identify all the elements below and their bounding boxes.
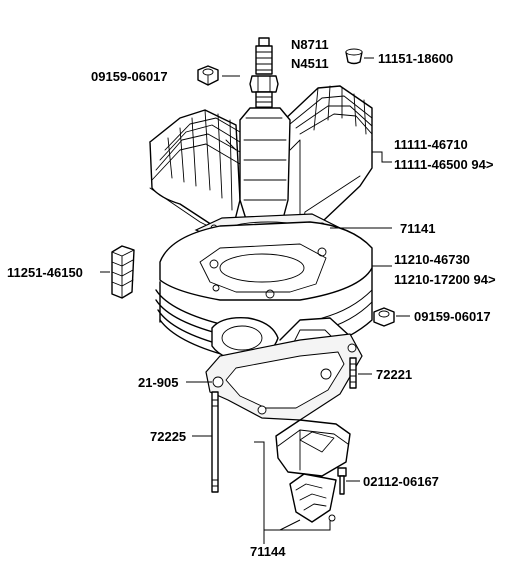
- label-rubber-damper: 11251-46150: [7, 265, 83, 280]
- head-nut: [197, 65, 219, 86]
- label-reed-valve: 71144: [250, 544, 286, 559]
- stud-long: [211, 391, 219, 493]
- label-cap: 11151-18600: [378, 51, 454, 66]
- label-cylinder-nut: 09159-06017: [414, 309, 491, 324]
- label-cylinder-1: 11210-46730: [394, 252, 470, 267]
- label-spark-plug-2: N4511: [291, 56, 329, 71]
- label-spark-plug-1: N8711: [291, 37, 329, 52]
- rubber-damper: [111, 245, 135, 299]
- label-head-1: 11111-46710: [394, 137, 468, 152]
- reed-valve: [275, 419, 351, 523]
- spark-plug: [249, 37, 279, 111]
- label-stud-short: 72221: [376, 367, 413, 382]
- label-stud-long: 72225: [150, 429, 187, 444]
- cap-part: [345, 48, 363, 65]
- stud-short: [349, 357, 357, 389]
- label-head-nut: 09159-06017: [91, 69, 168, 84]
- label-base-gasket: 21-905: [138, 375, 179, 390]
- reed-bolt: [337, 467, 347, 495]
- label-cylinder-2: 11210-17200 94>: [394, 272, 496, 287]
- label-head-2: 11111-46500 94>: [394, 157, 494, 172]
- label-reed-bolt: 02112-06167: [363, 474, 439, 489]
- cylinder-nut: [373, 307, 395, 327]
- base-gasket: [205, 333, 363, 421]
- leader-lines: [100, 57, 410, 544]
- label-head-gasket: 71141: [400, 221, 436, 236]
